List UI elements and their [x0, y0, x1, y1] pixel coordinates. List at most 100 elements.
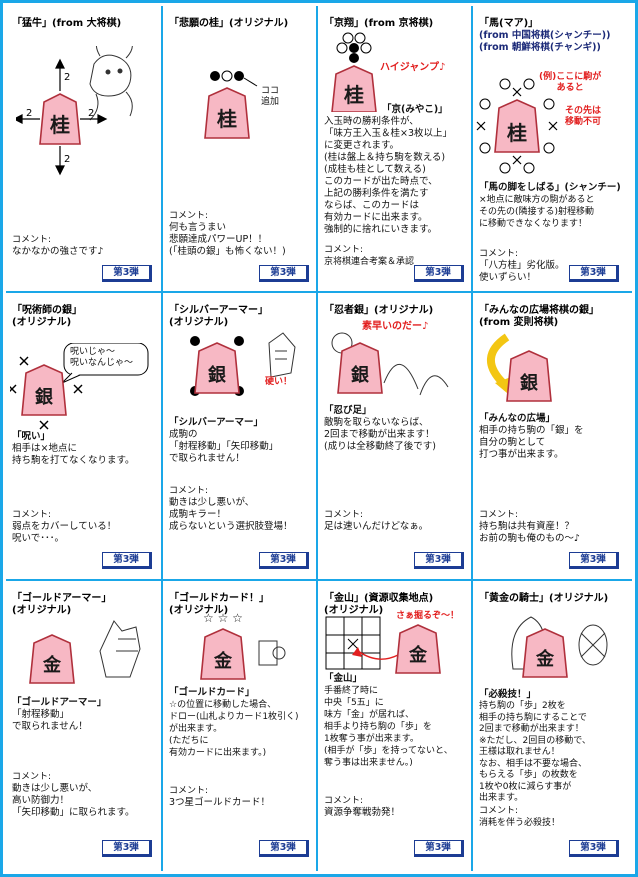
annotation: ハイジャンプ♪ [380, 62, 446, 73]
ability-text: ☆の位置に移動した場合、 ドロー(山札よりカード1枚引く) が出来ます。 (ただ… [169, 700, 299, 758]
piece-label: 桂 [506, 121, 527, 145]
shogi-piece [194, 342, 240, 394]
comment: コメント:消耗を伴う必殺技！ [479, 805, 560, 829]
arrow-label: 2 [88, 108, 94, 119]
card-title: 「京翔」(from 京将棋) [324, 18, 434, 29]
piece-label: 金 [213, 650, 233, 672]
annotation: 硬い！ [265, 377, 293, 387]
arrow-label: 2 [64, 72, 70, 83]
piece-label: 銀 [208, 364, 226, 386]
card-gold-card: 「ゴールドカード！」 (オリジナル) ☆ ☆ ☆ 金 「ゴールドカード」 ☆の位… [163, 581, 317, 867]
ability-text: 入玉時の勝利条件が、 「味方王入玉＆桂×3枚以上」 に変更されます。 (桂は盤上… [324, 116, 453, 235]
annotation: (例)ここに駒が あると [539, 72, 602, 93]
comment-label: コメント: [324, 245, 364, 255]
piece-diagram: 金 [511, 616, 608, 678]
ability-text: 相手の持ち駒の「銀」を 自分の駒として 打つ事が出来ます。 [479, 425, 584, 460]
series-badge: 第3弾 [569, 840, 619, 857]
piece-label: 桂 [343, 83, 364, 107]
piece-diagram: 銀 [190, 332, 296, 396]
card-title: 「ゴールドカード！」 (オリジナル) [169, 593, 269, 616]
arrow-label: 2 [26, 108, 32, 119]
piece-label: 金 [535, 648, 555, 670]
bull-illustration [89, 46, 133, 121]
shogi-piece [494, 99, 540, 153]
comment-text: 弱点をカバーしている！ 呪いで･･･。 [12, 521, 117, 544]
series-badge: 第3弾 [259, 265, 309, 282]
comment-label: コメント: [479, 249, 519, 259]
card-title: 「呪術師の銀」 (オリジナル) [12, 305, 82, 328]
series-badge: 第3弾 [414, 265, 464, 282]
series-badge: 第3弾 [569, 265, 619, 282]
comment-label: コメント: [12, 772, 52, 782]
card-gold-armor: 「ゴールドアーマー」 (オリジナル) 金 「ゴールドアーマー」 「射程移動」 で… [6, 581, 160, 867]
comment: コメント:京将棋連合考案＆承認 [324, 244, 414, 268]
comment-label: コメント: [324, 796, 364, 806]
grid-divider [161, 6, 163, 871]
piece-label: 桂 [216, 107, 237, 131]
comment: コメント:持ち駒は共有資産！？ お前の駒も俺のもの～♪ [479, 509, 580, 545]
piece-label: 桂 [49, 113, 70, 137]
card-title: 「金山」(資源収集地点) (オリジナル) [324, 593, 434, 616]
ability-name: 「ゴールドカード」 [169, 687, 255, 698]
comment-label: コメント: [169, 211, 209, 221]
ability-name: 「シルバーアーマー」 [169, 417, 264, 428]
piece-diagram: 銀 [487, 333, 552, 402]
comment: コメント:「八方桂」劣化版。 使いずらい！ [479, 248, 565, 284]
card-minna-no-hiroba: 「みんなの広場将棋の銀」 (from 変則将棋) 銀 「みんなの広場」 相手の持… [473, 293, 627, 579]
card-higan-kei: 「悲願の桂」(オリジナル) 桂 ココ 追加 コメント:何も言うまい 悲願達成パワ… [163, 6, 317, 292]
comment-text: 動きは少し悪いが、 高い防御力！ 「矢印移動」に取られます。 [12, 783, 135, 818]
piece-label: 銀 [35, 386, 53, 408]
ability-name: 「ゴールドアーマー」 [12, 697, 107, 708]
shogi-piece [506, 350, 552, 402]
title-main: 「馬(マア)」 [479, 18, 539, 29]
shogi-piece [522, 628, 568, 678]
comment-label: コメント: [324, 510, 364, 520]
shogi-piece [331, 65, 377, 112]
comment: コメント:足は速いんだけどなぁ。 [324, 509, 428, 533]
grid-divider [471, 6, 473, 871]
card-title: 「シルバーアーマー」 (オリジナル) [169, 305, 268, 328]
card-title: 「猛牛」(from 大将棋) [12, 18, 122, 29]
series-badge: 第3弾 [102, 840, 152, 857]
ability-name: 「忍び足」 [324, 405, 372, 416]
piece-diagram: 銀 [331, 332, 449, 396]
piece-label: 金 [408, 644, 428, 666]
title-sub: (from 中国将棋(シャンチー)) (from 朝鮮将棋(チャンギ)) [479, 30, 611, 53]
comment-label: コメント: [12, 510, 52, 520]
card-kyosho: 「京翔」(from 京将棋) 桂 ハイジャンプ♪ 「京(みやこ)」 入玉時の勝利… [318, 6, 472, 292]
piece-diagram: 金 [200, 628, 286, 680]
card-silver-armor: 「シルバーアーマー」 (オリジナル) 銀 硬い！ 「シルバーアーマー」 成駒の … [163, 293, 317, 579]
ability-name: 「みんなの広場」 [479, 413, 556, 424]
shogi-piece [39, 93, 81, 145]
comment-label: コメント: [169, 486, 209, 496]
piece-diagram: 金 [29, 620, 141, 684]
comment: コメント:動きは少し悪いが、 成駒キラー！ 成らないという選択肢登場！ [169, 485, 293, 533]
ability-text: 「射程移動」 で取られません！ [12, 709, 88, 732]
card-mogyu: 「猛牛」(from 大将棋) 2 2 2 2 桂 コメント:なかなかの [6, 6, 160, 292]
comment-label: コメント: [12, 235, 52, 245]
ability-name: 「金山」 [324, 673, 363, 684]
comment-label: コメント: [479, 806, 519, 816]
series-badge: 第3弾 [414, 552, 464, 569]
comment-text: なかなかの強さです♪ [12, 246, 104, 257]
comment: コメント:弱点をカバーしている！ 呪いで･･･。 [12, 509, 116, 545]
grid-divider [316, 6, 318, 871]
shogi-piece [29, 634, 75, 684]
shogi-piece [200, 628, 246, 680]
comment-label: コメント: [479, 510, 519, 520]
piece-label: 銀 [520, 372, 538, 394]
card-title: 「悲願の桂」(オリジナル) [169, 18, 289, 29]
piece-diagram: 桂 [476, 78, 558, 174]
card-ogon-no-kishi: 「黄金の騎士」(オリジナル) 金 「必殺技！」 持ち駒の「歩」2枚を 相手の持ち… [473, 581, 627, 867]
series-badge: 第3弾 [414, 840, 464, 857]
shogi-piece [395, 624, 441, 674]
card-title: 「みんなの広場将棋の銀」 (from 変則将棋) [479, 305, 599, 328]
card-title: 「馬(マア)」 (from 中国将棋(シャンチー)) (from 朝鮮将棋(チャ… [479, 18, 625, 54]
comment-text: 足は速いんだけどなぁ。 [324, 521, 429, 532]
ability-name: 「必殺技！」 [479, 689, 537, 700]
ability-text: 持ち駒の「歩」2枚を 相手の持ち駒にすることで 2回まで移動が出来ます！ ※ただ… [479, 701, 591, 803]
card-title: 「忍者銀」(オリジナル) [324, 305, 434, 316]
series-badge: 第3弾 [102, 552, 152, 569]
series-badge: 第3弾 [259, 840, 309, 857]
